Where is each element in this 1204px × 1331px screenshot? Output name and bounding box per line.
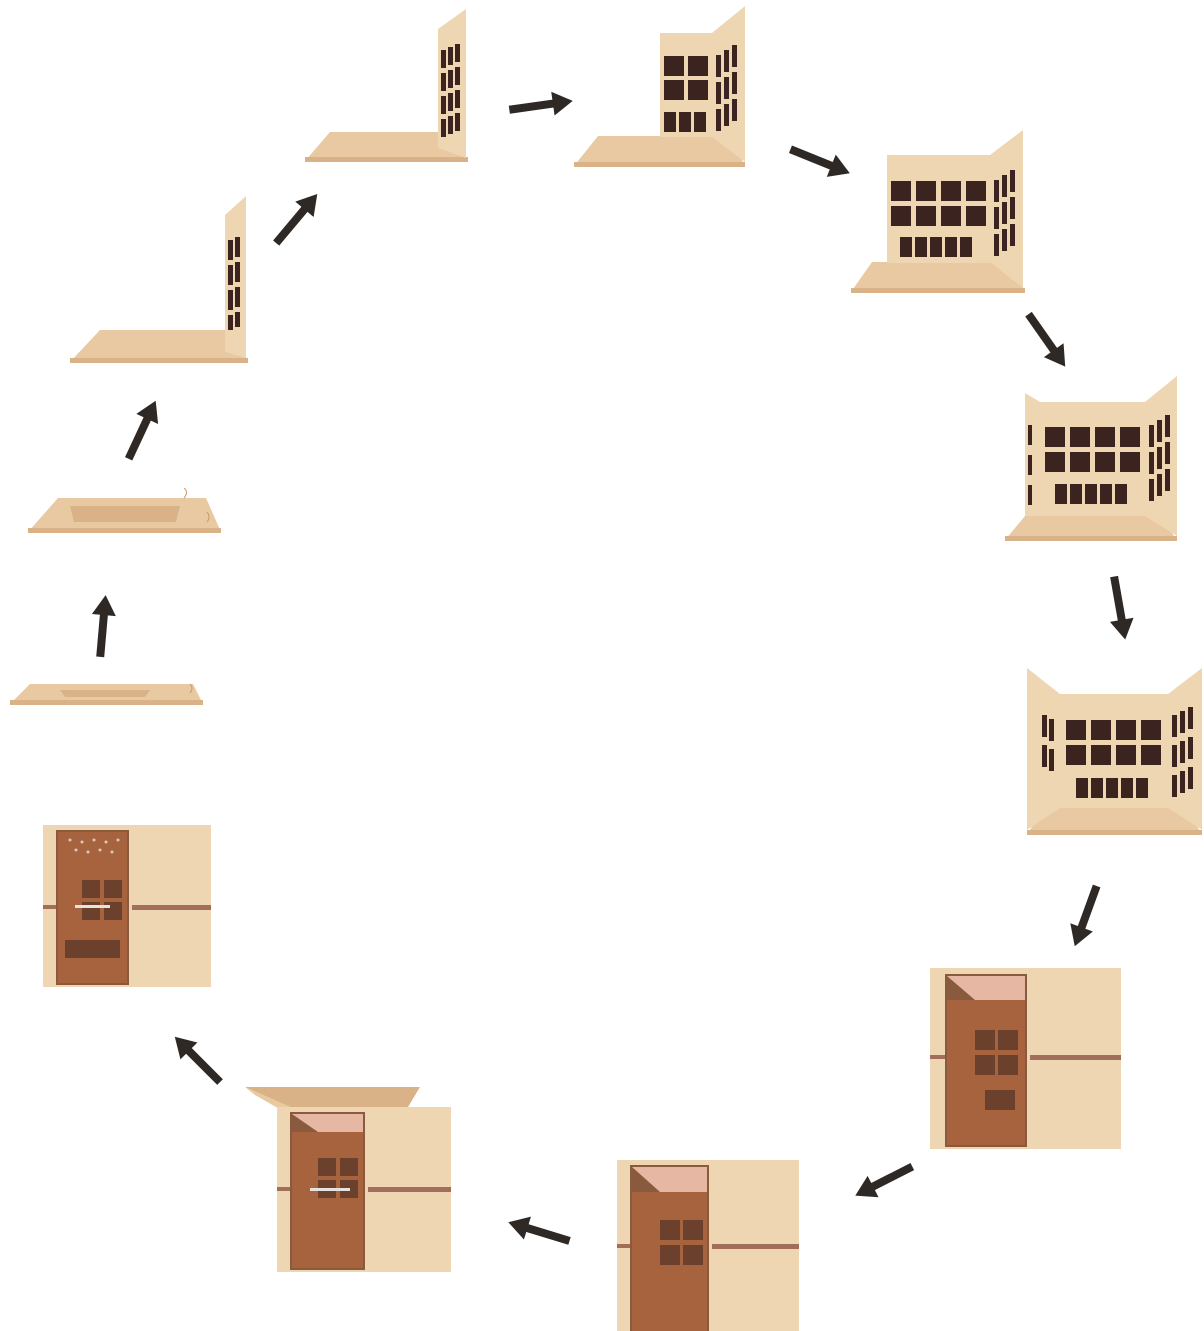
step-5-back-wall	[574, 6, 745, 167]
arrow-up-right-icon	[267, 186, 327, 250]
step-11-roof-install	[245, 1087, 451, 1272]
step-4-left-wall-heaters	[305, 9, 468, 162]
step-8-three-walls	[1027, 668, 1202, 835]
arrow-down-left-icon	[1063, 882, 1107, 950]
step-7-corner-walls	[1005, 376, 1177, 541]
step-9-front-glass-door	[930, 968, 1121, 1149]
arrow-up-icon	[88, 594, 117, 658]
step-2-floor-frame	[28, 488, 221, 533]
arrow-up-icon	[118, 396, 167, 464]
arrow-left-icon	[505, 1211, 573, 1253]
arrow-down-right-icon	[1019, 307, 1075, 373]
step-10-front-enclosed	[617, 1160, 799, 1331]
arrow-right-icon	[508, 89, 575, 122]
step-6-back-side-walls	[851, 130, 1025, 293]
arrow-down-icon	[1102, 574, 1137, 641]
arrow-up-left-icon	[166, 1028, 228, 1090]
arrow-down-right-icon	[786, 138, 854, 184]
step-3-left-wall	[70, 196, 248, 363]
step-1-floor-panel	[10, 684, 203, 705]
step-12-completed-sauna	[43, 825, 211, 987]
arrow-left-icon	[850, 1156, 918, 1206]
